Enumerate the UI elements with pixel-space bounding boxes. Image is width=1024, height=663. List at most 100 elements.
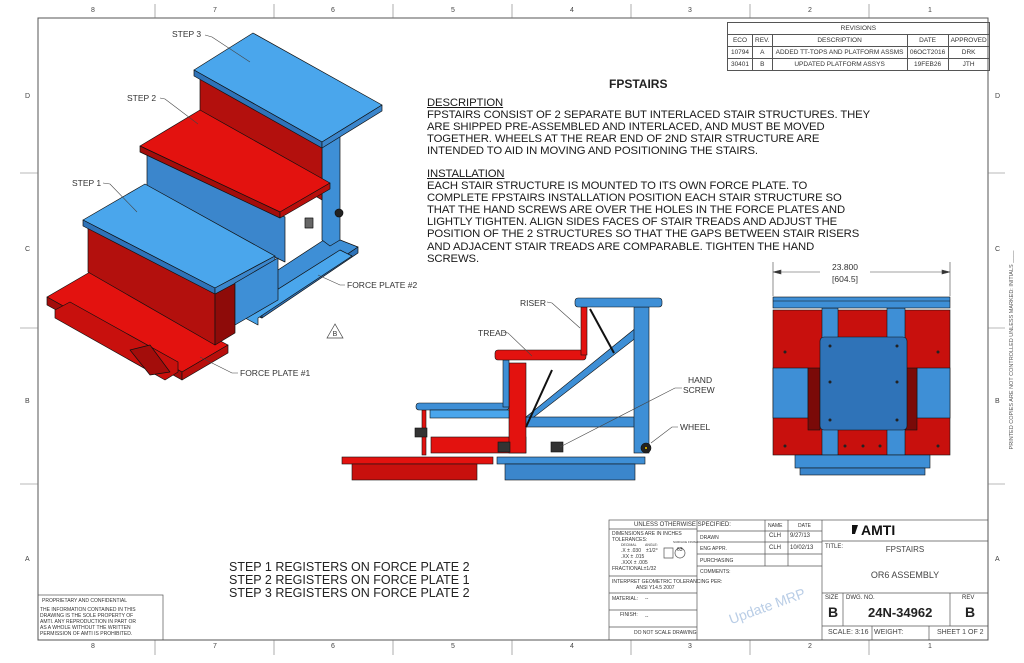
zone-3-top: 3 (688, 7, 692, 14)
zone-c-left: C (25, 246, 31, 253)
label-riser: RISER (520, 298, 546, 308)
description-line: INTENDED TO AID IN MOVING AND POSITIONIN… (427, 145, 758, 158)
proprietary-line: DRAWING IS THE SOLE PROPERTY OF (40, 613, 134, 619)
title-block-frame (37, 519, 989, 641)
label-wheel: WHEEL (680, 422, 711, 432)
installation-line: AND ADJACENT STAIR TREADS ARE COMPARABLE… (427, 240, 815, 253)
tb-title-1: FPSTAIRS (885, 545, 925, 554)
tb-purchasing-label: PURCHASING (700, 558, 734, 564)
tb-scale: SCALE: 3:16 (828, 629, 869, 636)
side-view (341, 297, 663, 481)
tb-gdt-std: ANSI Y14.5 2007 (636, 585, 675, 591)
label-force-plate-1: FORCE PLATE #1 (240, 368, 311, 378)
description-line: TOGETHER. WHEELS AT THE REAR END OF 2ND … (427, 133, 820, 146)
label-force-plate-2: FORCE PLATE #2 (347, 280, 418, 290)
zone-b-left: B (25, 398, 30, 405)
cell: ADDED TT-TOPS AND PLATFORM ASSMS (771, 46, 908, 59)
col-description: DESCRIPTION (771, 34, 908, 47)
label-step-2: STEP 2 (127, 93, 157, 103)
zone-4-top: 4 (570, 7, 574, 14)
tb-eng-date: 10/02/13 (790, 545, 814, 551)
tb-size: B (828, 604, 839, 620)
zone-a-right: A (995, 556, 1000, 563)
installation-line: LIGHTLY TIGHTEN. ALIGN SIDES FACES OF ST… (427, 216, 838, 229)
zone-6-top: 6 (331, 7, 335, 14)
col-rev: REV. (752, 34, 773, 47)
installation-line: THAT THE HAND SCREWS ARE OVER THE HOLES … (427, 204, 846, 217)
company-logo: AMTI (861, 522, 896, 538)
tb-decimal-1: .X ± .030 (621, 548, 641, 554)
tb-comments-label: COMMENTS: (700, 569, 731, 575)
side-leaders (502, 301, 682, 448)
tb-unless: UNLESS OTHERWISE SPECIFIED: (634, 522, 731, 528)
installation-line: POSITION OF THE 2 STRUCTURES SO THAT THE… (427, 228, 860, 241)
tb-drawn-label: DRAWN (700, 535, 719, 541)
zone-7-bottom: 7 (213, 643, 217, 650)
tb-material-label: MATERIAL: (612, 596, 639, 602)
revisions-table: REVISIONS ECO REV. DESCRIPTION DATE APPR… (727, 22, 990, 71)
tb-eng-label: ENG APPR. (700, 546, 727, 552)
installation-line: EACH STAIR STRUCTURE IS MOUNTED TO ITS O… (427, 180, 808, 193)
zone-2-bottom: 2 (808, 643, 812, 650)
dimension-23800 (772, 262, 951, 296)
cell: B (752, 58, 773, 71)
label-screw: SCREW (683, 385, 715, 395)
zone-1-bottom: 1 (928, 643, 932, 650)
cell: A (752, 46, 773, 59)
tb-size-label: SIZE (825, 595, 839, 601)
zone-4-bottom: 4 (570, 643, 574, 650)
label-step-3: STEP 3 (172, 29, 202, 39)
col-date: DATE (906, 34, 949, 47)
cell: UPDATED PLATFORM ASSYS (771, 58, 908, 71)
label-tread: TREAD (478, 328, 507, 338)
tb-sheet: SHEET 1 OF 2 (937, 629, 984, 636)
installation-heading: INSTALLATION (427, 168, 505, 180)
description-block: DESCRIPTION FPSTAIRS CONSIST OF 2 SEPARA… (427, 97, 870, 157)
zone-7-top: 7 (213, 7, 217, 14)
registration-line: STEP 1 REGISTERS ON FORCE PLATE 2 (229, 560, 470, 574)
tb-decimal-label: DECIMAL (621, 543, 637, 547)
hand-screw-icon (497, 441, 511, 453)
revisions-title: REVISIONS (727, 22, 990, 35)
proprietary-line: PERMISSION OF AMTI IS PROHIBITED. (40, 631, 133, 637)
zone-d-left: D (25, 93, 31, 100)
registration-line: STEP 2 REGISTERS ON FORCE PLATE 1 (229, 573, 470, 587)
tb-decimal-3: .XXX ± .005 (621, 560, 648, 566)
cell: JTH (947, 58, 990, 71)
tb-gdt: INTERPRET GEOMETRIC TOLERANCING PER: (612, 579, 723, 585)
tb-dims: DIMENSIONS ARE IN INCHES (612, 531, 682, 537)
tb-finish: -- (645, 614, 649, 620)
zone-8-bottom: 8 (91, 643, 95, 650)
tb-fractional: FRACTIONAL±1/32 (612, 566, 657, 572)
controlled-copy-note: PRINTED COPIES ARE NOT CONTROLLED UNLESS… (1009, 250, 1015, 450)
description-heading: DESCRIPTION (427, 97, 504, 109)
iso-leaders (102, 34, 345, 374)
tb-title-2: OR6 ASSEMBLY (870, 570, 940, 580)
proprietary-line: AMTI. ANY REPRODUCTION IN PART OR (40, 619, 137, 625)
tb-col-name: NAME (768, 523, 783, 529)
drawing-title: FPSTAIRS (609, 77, 668, 91)
zone-2-top: 2 (808, 7, 812, 14)
tb-dwg-no: 24N-34962 (868, 605, 933, 620)
zone-6-bottom: 6 (331, 643, 335, 650)
tb-tolerances: TOLERANCES: (612, 537, 648, 543)
drawing-border (37, 17, 989, 641)
tb-eng-name: CLH (769, 545, 782, 551)
tb-rev: B (965, 604, 976, 620)
zone-d-right: D (995, 93, 1001, 100)
proprietary-line: THE INFORMATION CONTAINED IN THIS (40, 607, 136, 613)
zone-b-right: B (995, 398, 1000, 405)
zone-8-top: 8 (91, 7, 95, 14)
tb-surface: 63 (677, 547, 683, 553)
description-line: ARE SHIPPED PRE-ASSEMBLED AND INTERLACED… (427, 121, 825, 134)
zone-1-top: 1 (928, 7, 932, 14)
tb-rev-label: REV (962, 595, 975, 601)
cell: 30401 (727, 58, 753, 71)
cell: 19FEB26 (906, 58, 949, 71)
dimension-inches: 23.800 (832, 262, 858, 272)
tb-dwg-label: DWG. NO. (846, 595, 875, 601)
description-line: FPSTAIRS CONSIST OF 2 SEPARATE BUT INTER… (427, 109, 871, 122)
col-eco: ECO (727, 34, 753, 47)
